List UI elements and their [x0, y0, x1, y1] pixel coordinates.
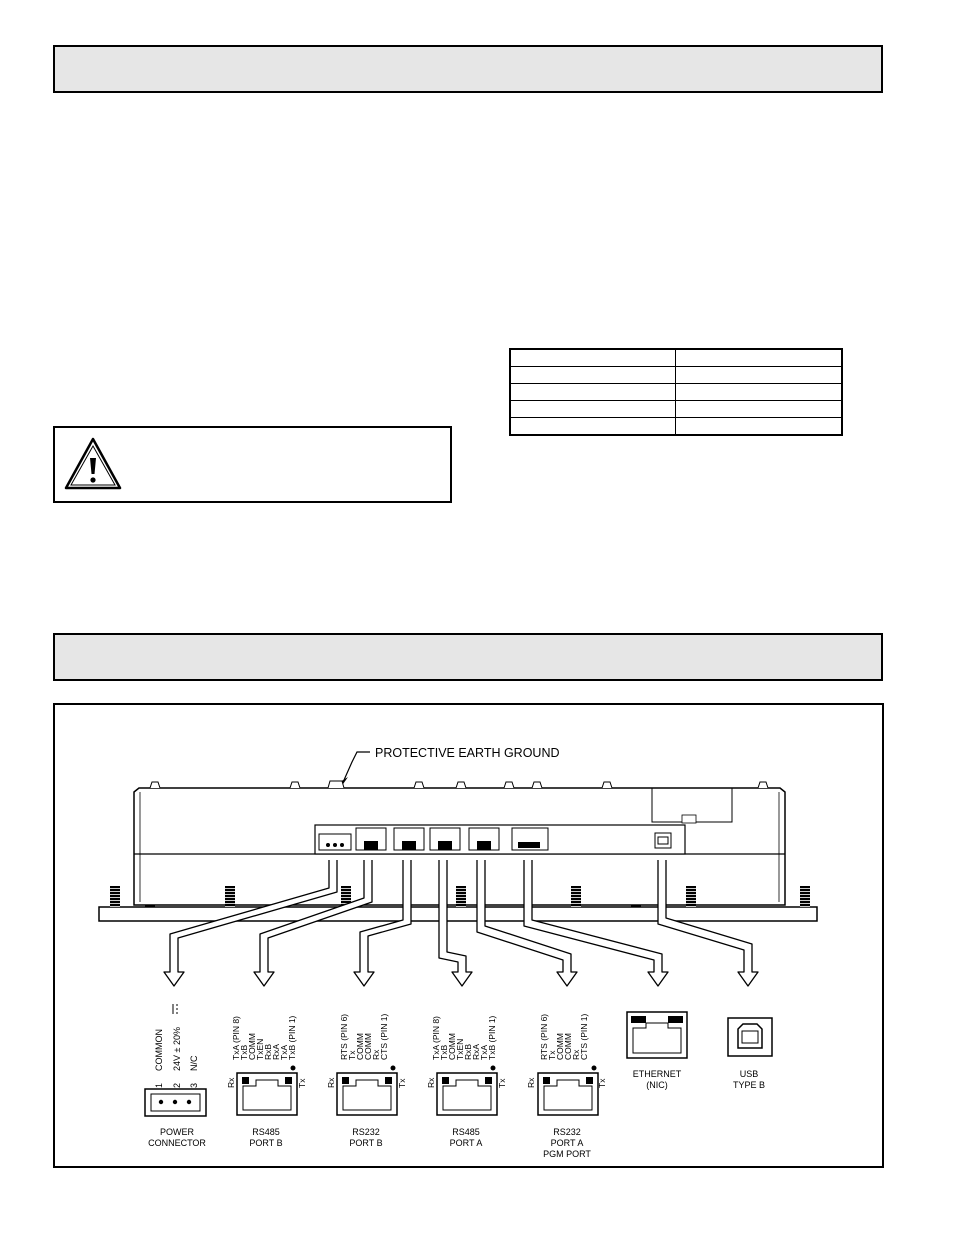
- table-row: [509, 383, 843, 401]
- rs232a-tx-label: Tx: [597, 1078, 607, 1088]
- rs485b-caption-2: PORT B: [249, 1138, 282, 1148]
- rs485a-pin-label: COMM: [447, 1033, 457, 1060]
- power-pin-1-label: COMMON: [154, 1029, 164, 1071]
- arrow-rs485b: [253, 860, 373, 987]
- rs485a-pin-label: TxB (PIN 1): [487, 1015, 497, 1060]
- rs485b-pin-label: COMM: [247, 1033, 257, 1060]
- rs232b-pin-label: Rx: [371, 1049, 381, 1060]
- arrow-rs485a: [438, 860, 473, 987]
- ground-leader: [343, 751, 370, 781]
- connector-diagram-svg: PROTECTIVE EARTH GROUND: [98, 746, 818, 1159]
- table-row: [509, 400, 843, 418]
- usb-port: USB TYPE B: [727, 1017, 773, 1090]
- ethernet-port: ETHERNET (NIC): [626, 1011, 688, 1090]
- section-header-bar-bottom: [53, 633, 883, 681]
- connector-diagram: PROTECTIVE EARTH GROUND: [53, 703, 884, 1168]
- rs232b-pin-label: Tx: [347, 1050, 357, 1060]
- rs232b-tx-label: Tx: [397, 1078, 407, 1088]
- table-row: [509, 366, 843, 384]
- rs485a-tx-label: Tx: [497, 1078, 507, 1088]
- arrow-ethernet: [523, 860, 669, 987]
- rs485b-pin-label: RxA: [271, 1044, 281, 1060]
- rs232a-pin-label: RTS (PIN 6): [539, 1014, 549, 1060]
- rs232a-pin-label: Rx: [571, 1049, 581, 1060]
- spec-table: [509, 348, 843, 436]
- rs485a-caption-1: RS485: [452, 1127, 480, 1137]
- pin1-marker-icon: [290, 1065, 296, 1071]
- rs232a-pin-label: COMM: [563, 1033, 573, 1060]
- table-row: [509, 417, 843, 436]
- section-header-bar-top: [53, 45, 883, 93]
- caution-box: [53, 426, 452, 503]
- unit-housing: [98, 780, 818, 922]
- pin1-marker-icon: [490, 1065, 496, 1071]
- rs485a-pin-label: TxB: [439, 1045, 449, 1060]
- arrow-rs232a: [476, 860, 578, 987]
- rs485b-pin-label: TxA: [279, 1045, 289, 1060]
- rs232-port-b: RTS (PIN 6) Tx COMM COMM Rx CTS (PIN 1) …: [326, 1014, 407, 1148]
- table-row: [509, 348, 843, 367]
- power-connector: 1 COMMON 2 24V ± 20% 3 N/C POWER CONNECT…: [144, 1004, 207, 1148]
- arrow-usb: [657, 860, 759, 987]
- power-pin-3-label: N/C: [189, 1055, 199, 1071]
- ground-label: PROTECTIVE EARTH GROUND: [375, 746, 560, 760]
- rs485a-pin-label: TxA (PIN 8): [431, 1016, 441, 1060]
- power-caption-1: POWER: [160, 1127, 195, 1137]
- rs232a-pin-label: COMM: [555, 1033, 565, 1060]
- rs485a-pin-label: TxA: [479, 1045, 489, 1060]
- rs232b-rx-label: Rx: [326, 1077, 336, 1088]
- rs232a-pin-label: Tx: [547, 1050, 557, 1060]
- rs485b-pin-label: TxB: [239, 1045, 249, 1060]
- rs232b-caption-1: RS232: [352, 1127, 380, 1137]
- rs485a-caption-2: PORT A: [450, 1138, 483, 1148]
- usb-caption-1: USB: [740, 1069, 759, 1079]
- rs485-port-b: TxA (PIN 8) TxB COMM TxEN RxB RxA TxA Tx…: [226, 1015, 307, 1148]
- rs485a-pin-label: RxB: [463, 1044, 473, 1060]
- rs232b-pin-label: RTS (PIN 6): [339, 1014, 349, 1060]
- rs485a-pin-label: RxA: [471, 1044, 481, 1060]
- power-caption-2: CONNECTOR: [148, 1138, 206, 1148]
- rs485b-pin-label: RxB: [263, 1044, 273, 1060]
- rs232b-caption-2: PORT B: [349, 1138, 382, 1148]
- rs485b-caption-1: RS485: [252, 1127, 280, 1137]
- rs485b-pin-label: TxEN: [255, 1039, 265, 1060]
- callout-arrows: [163, 860, 759, 987]
- rs485b-pin-label: TxB (PIN 1): [287, 1015, 297, 1060]
- arrow-power: [163, 860, 338, 987]
- caution-icon: [64, 437, 122, 490]
- rs232-port-a: RTS (PIN 6) Tx COMM COMM Rx CTS (PIN 1) …: [526, 1014, 607, 1159]
- rs232b-pin-label: COMM: [363, 1033, 373, 1060]
- rs485a-pin-label: TxEN: [455, 1039, 465, 1060]
- usb-caption-2: TYPE B: [733, 1080, 765, 1090]
- power-pin-2-label: 24V ± 20%: [172, 1027, 182, 1071]
- pin1-marker-icon: [390, 1065, 396, 1071]
- rs485-port-a: TxA (PIN 8) TxB COMM TxEN RxB RxA TxA Tx…: [426, 1015, 507, 1148]
- ethernet-caption-1: ETHERNET: [633, 1069, 682, 1079]
- rs232a-caption-1: RS232: [553, 1127, 581, 1137]
- rs485b-tx-label: Tx: [297, 1078, 307, 1088]
- rs485a-rx-label: Rx: [426, 1077, 436, 1088]
- rs232b-pin-label: CTS (PIN 1): [379, 1014, 389, 1060]
- rs485b-rx-label: Rx: [226, 1077, 236, 1088]
- power-pin-2-number: 2: [172, 1083, 182, 1088]
- power-pin-3-number: 3: [189, 1083, 199, 1088]
- ethernet-caption-2: (NIC): [646, 1080, 668, 1090]
- rs485b-pin-label: TxA (PIN 8): [231, 1016, 241, 1060]
- dc-symbol-icon: [172, 1004, 178, 1014]
- rs232a-rx-label: Rx: [526, 1077, 536, 1088]
- rs232a-pin-label: CTS (PIN 1): [579, 1014, 589, 1060]
- rs232a-caption-3: PGM PORT: [543, 1149, 591, 1159]
- arrow-rs232b: [353, 860, 412, 987]
- power-pin-1-number: 1: [154, 1083, 164, 1088]
- rs232b-pin-label: COMM: [355, 1033, 365, 1060]
- rs232a-caption-2: PORT A: [551, 1138, 584, 1148]
- pin1-marker-icon: [591, 1065, 597, 1071]
